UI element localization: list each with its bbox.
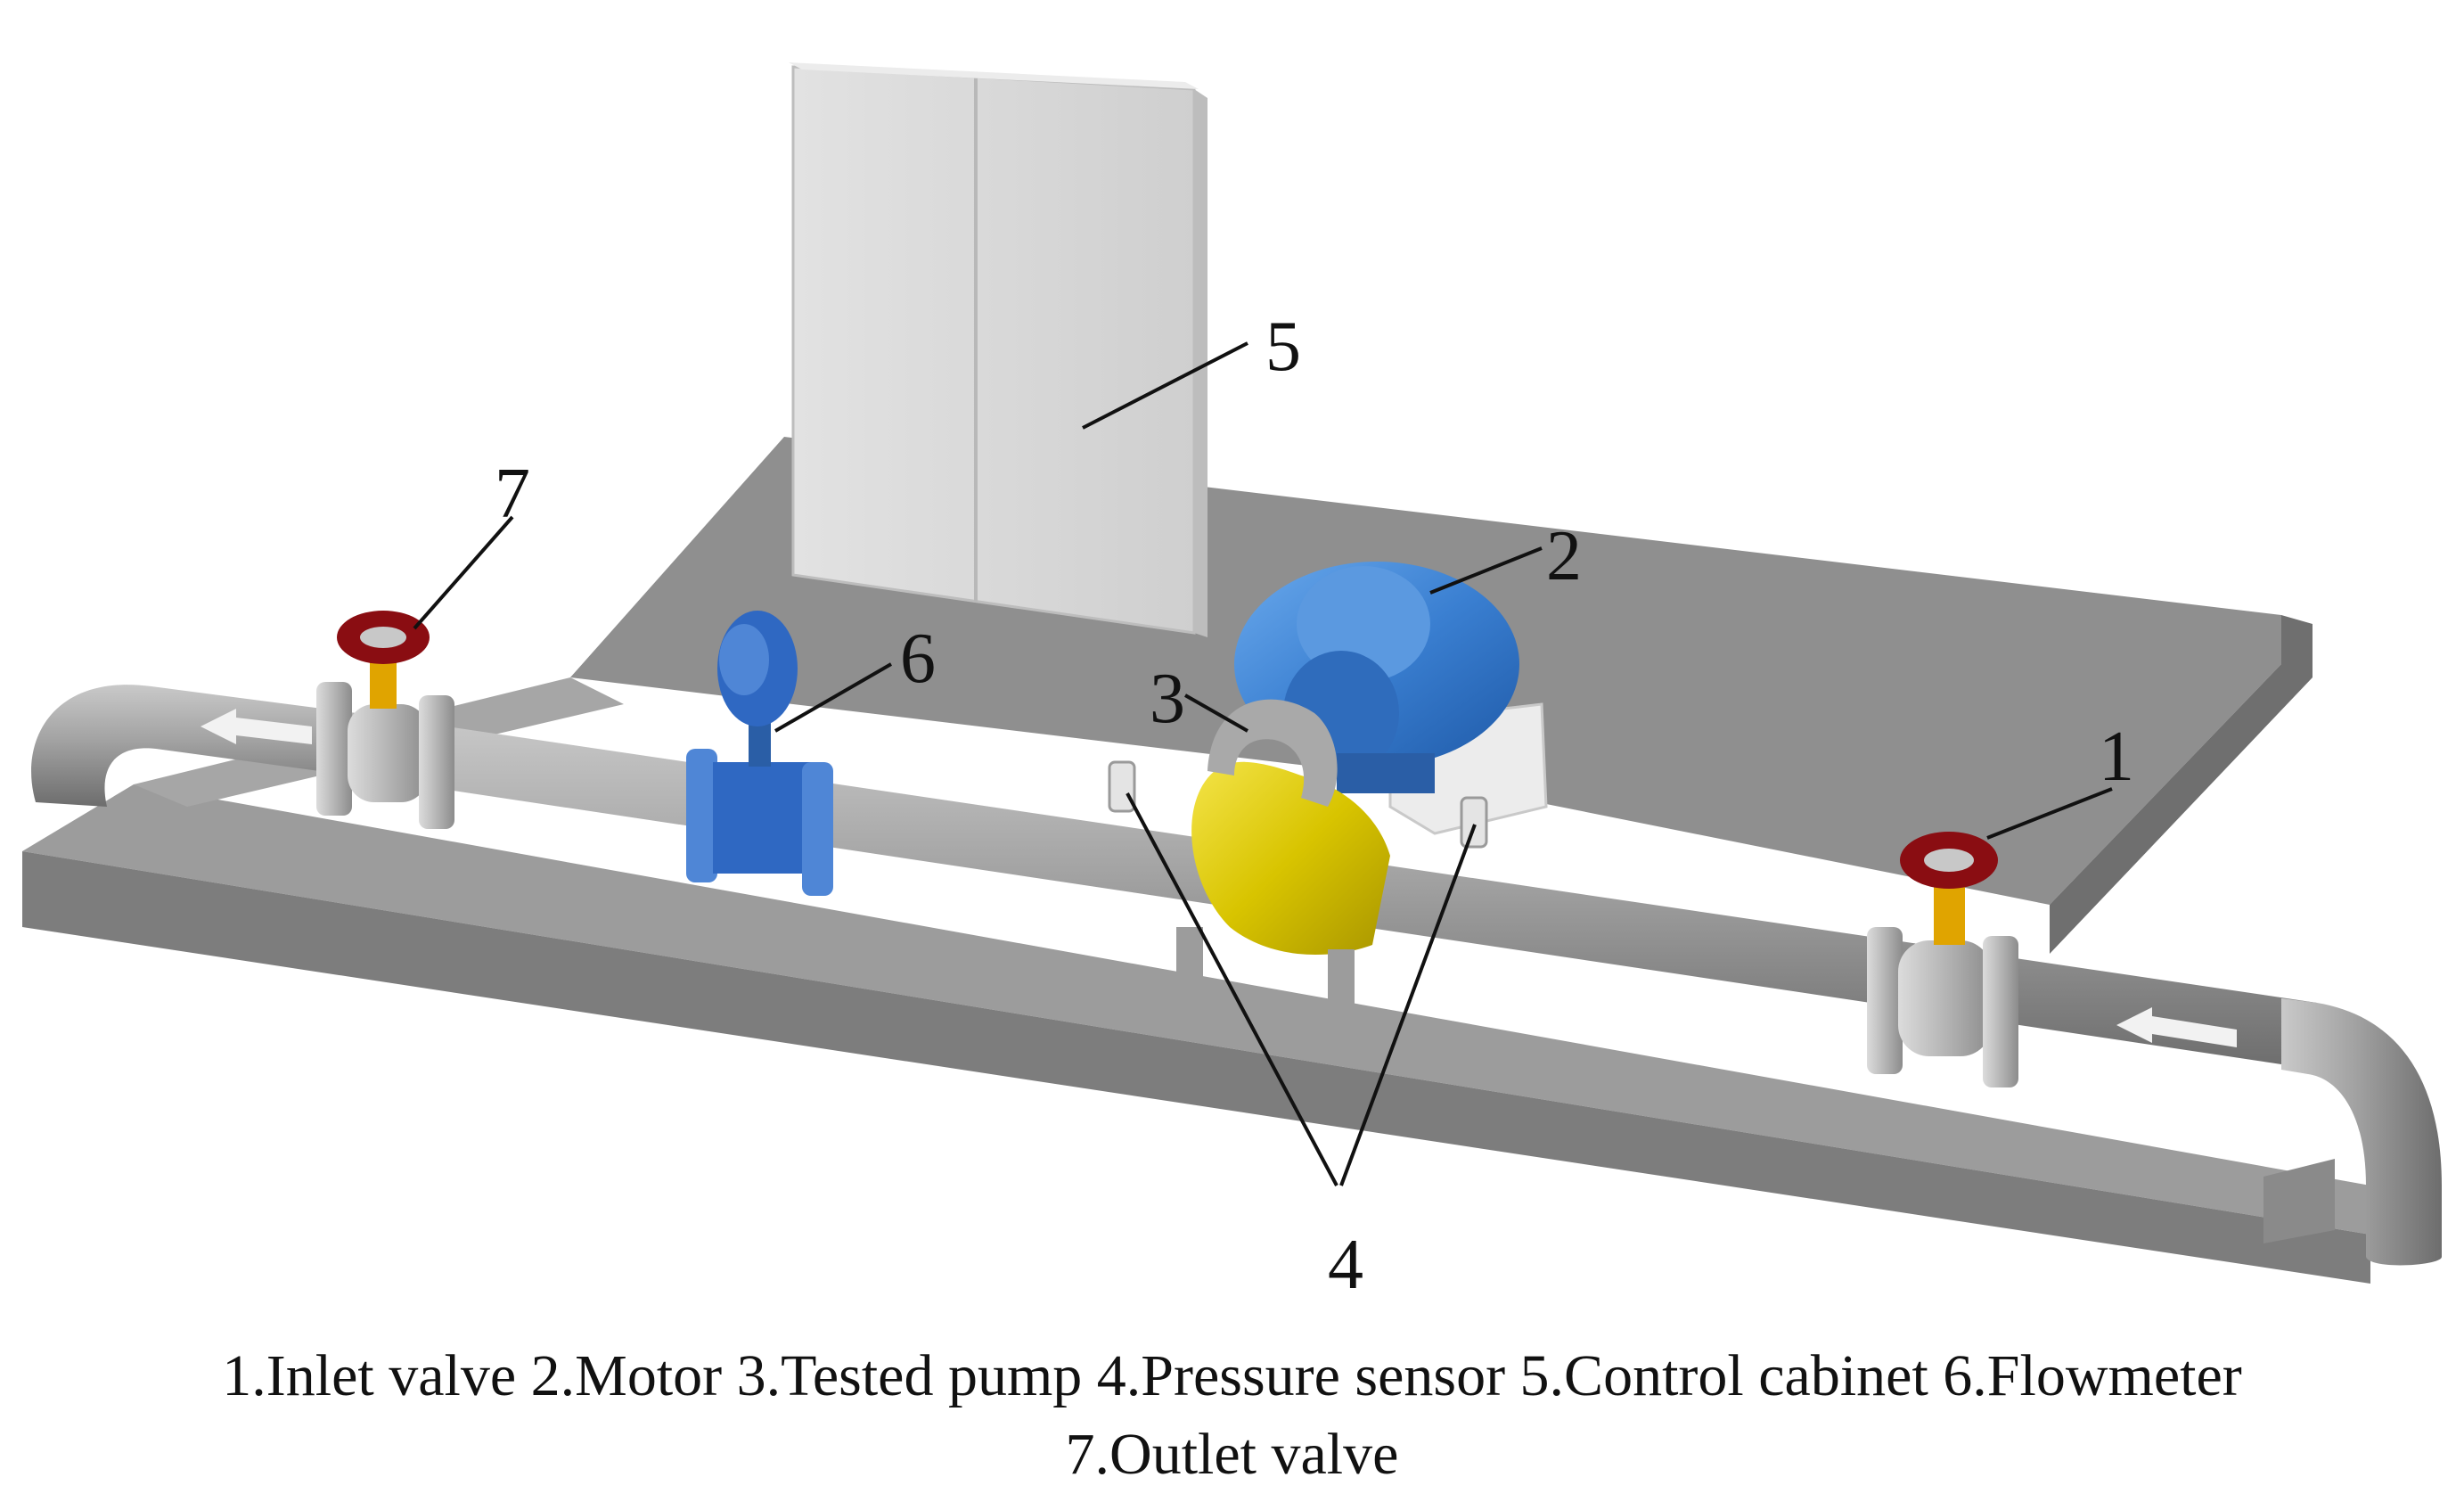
callout-4: 4 — [1328, 1226, 1363, 1304]
callout-7: 7 — [495, 455, 530, 533]
outlet-valve-handwheel-hole — [360, 627, 406, 648]
leader-line-4b — [1339, 824, 1477, 1186]
callout-2: 2 — [1546, 517, 1582, 595]
pipe-right-bend — [2281, 998, 2442, 1266]
leader-line-5 — [1082, 341, 1248, 430]
leader-line-1 — [1986, 787, 2113, 840]
pump-support-left — [1176, 927, 1203, 994]
inlet-valve-flange-left — [1867, 927, 1903, 1074]
pressure-sensor-left — [1108, 760, 1136, 813]
cabinet-top — [789, 62, 1199, 89]
pipe-left-bend — [31, 685, 356, 807]
callout-3: 3 — [1150, 660, 1185, 738]
caption-line-1: 1.Inlet valve 2.Motor 3.Tested pump 4.Pr… — [222, 1343, 2242, 1408]
motor-foot — [1337, 753, 1435, 793]
outlet-valve-flange-right — [419, 695, 454, 829]
inlet-valve-flange-right — [1983, 936, 2018, 1087]
leader-line-6 — [774, 662, 892, 733]
leader-line-2 — [1429, 546, 1543, 595]
outlet-valve-flange-left — [316, 682, 352, 816]
flowmeter — [686, 611, 833, 896]
front-rail-top — [22, 784, 2370, 1235]
inlet-valve-body — [1898, 940, 1992, 1056]
caption-line-2: 7.Outlet valve — [1065, 1422, 1399, 1487]
flowmeter-transmitter-cap — [719, 624, 769, 695]
leader-line-4a — [1126, 792, 1338, 1186]
pump-support-right — [1328, 949, 1355, 1021]
inlet-valve-stem — [1934, 887, 1965, 945]
figure-caption: 1.Inlet valve 2.Motor 3.Tested pump 4.Pr… — [0, 1337, 2464, 1494]
leader-lines — [413, 341, 2113, 1186]
flowmeter-body — [713, 762, 811, 874]
flowmeter-flange-right — [802, 762, 833, 896]
cabinet-front — [791, 65, 1196, 635]
cabinet-side — [1194, 89, 1207, 637]
inlet-valve-handwheel-hole — [1924, 849, 1974, 872]
pressure-sensor-right — [1460, 796, 1488, 849]
control-cabinet — [789, 62, 1207, 637]
pump-volute — [1191, 761, 1390, 956]
outlet-valve — [316, 611, 454, 829]
callout-6: 6 — [900, 620, 936, 698]
platform-side — [2050, 615, 2313, 954]
front-rail-end — [2263, 1159, 2335, 1243]
flow-arrow-left — [201, 709, 312, 744]
flowmeter-flange-left — [686, 749, 717, 882]
outlet-valve-body — [348, 704, 428, 802]
callout-5: 5 — [1265, 308, 1301, 386]
leader-line-3 — [1184, 693, 1248, 733]
flow-arrow-right — [2116, 1007, 2237, 1047]
inlet-valve — [1867, 832, 2018, 1087]
front-rail-face — [22, 851, 2370, 1284]
callout-1: 1 — [2099, 718, 2134, 796]
leader-line-7 — [413, 515, 514, 630]
